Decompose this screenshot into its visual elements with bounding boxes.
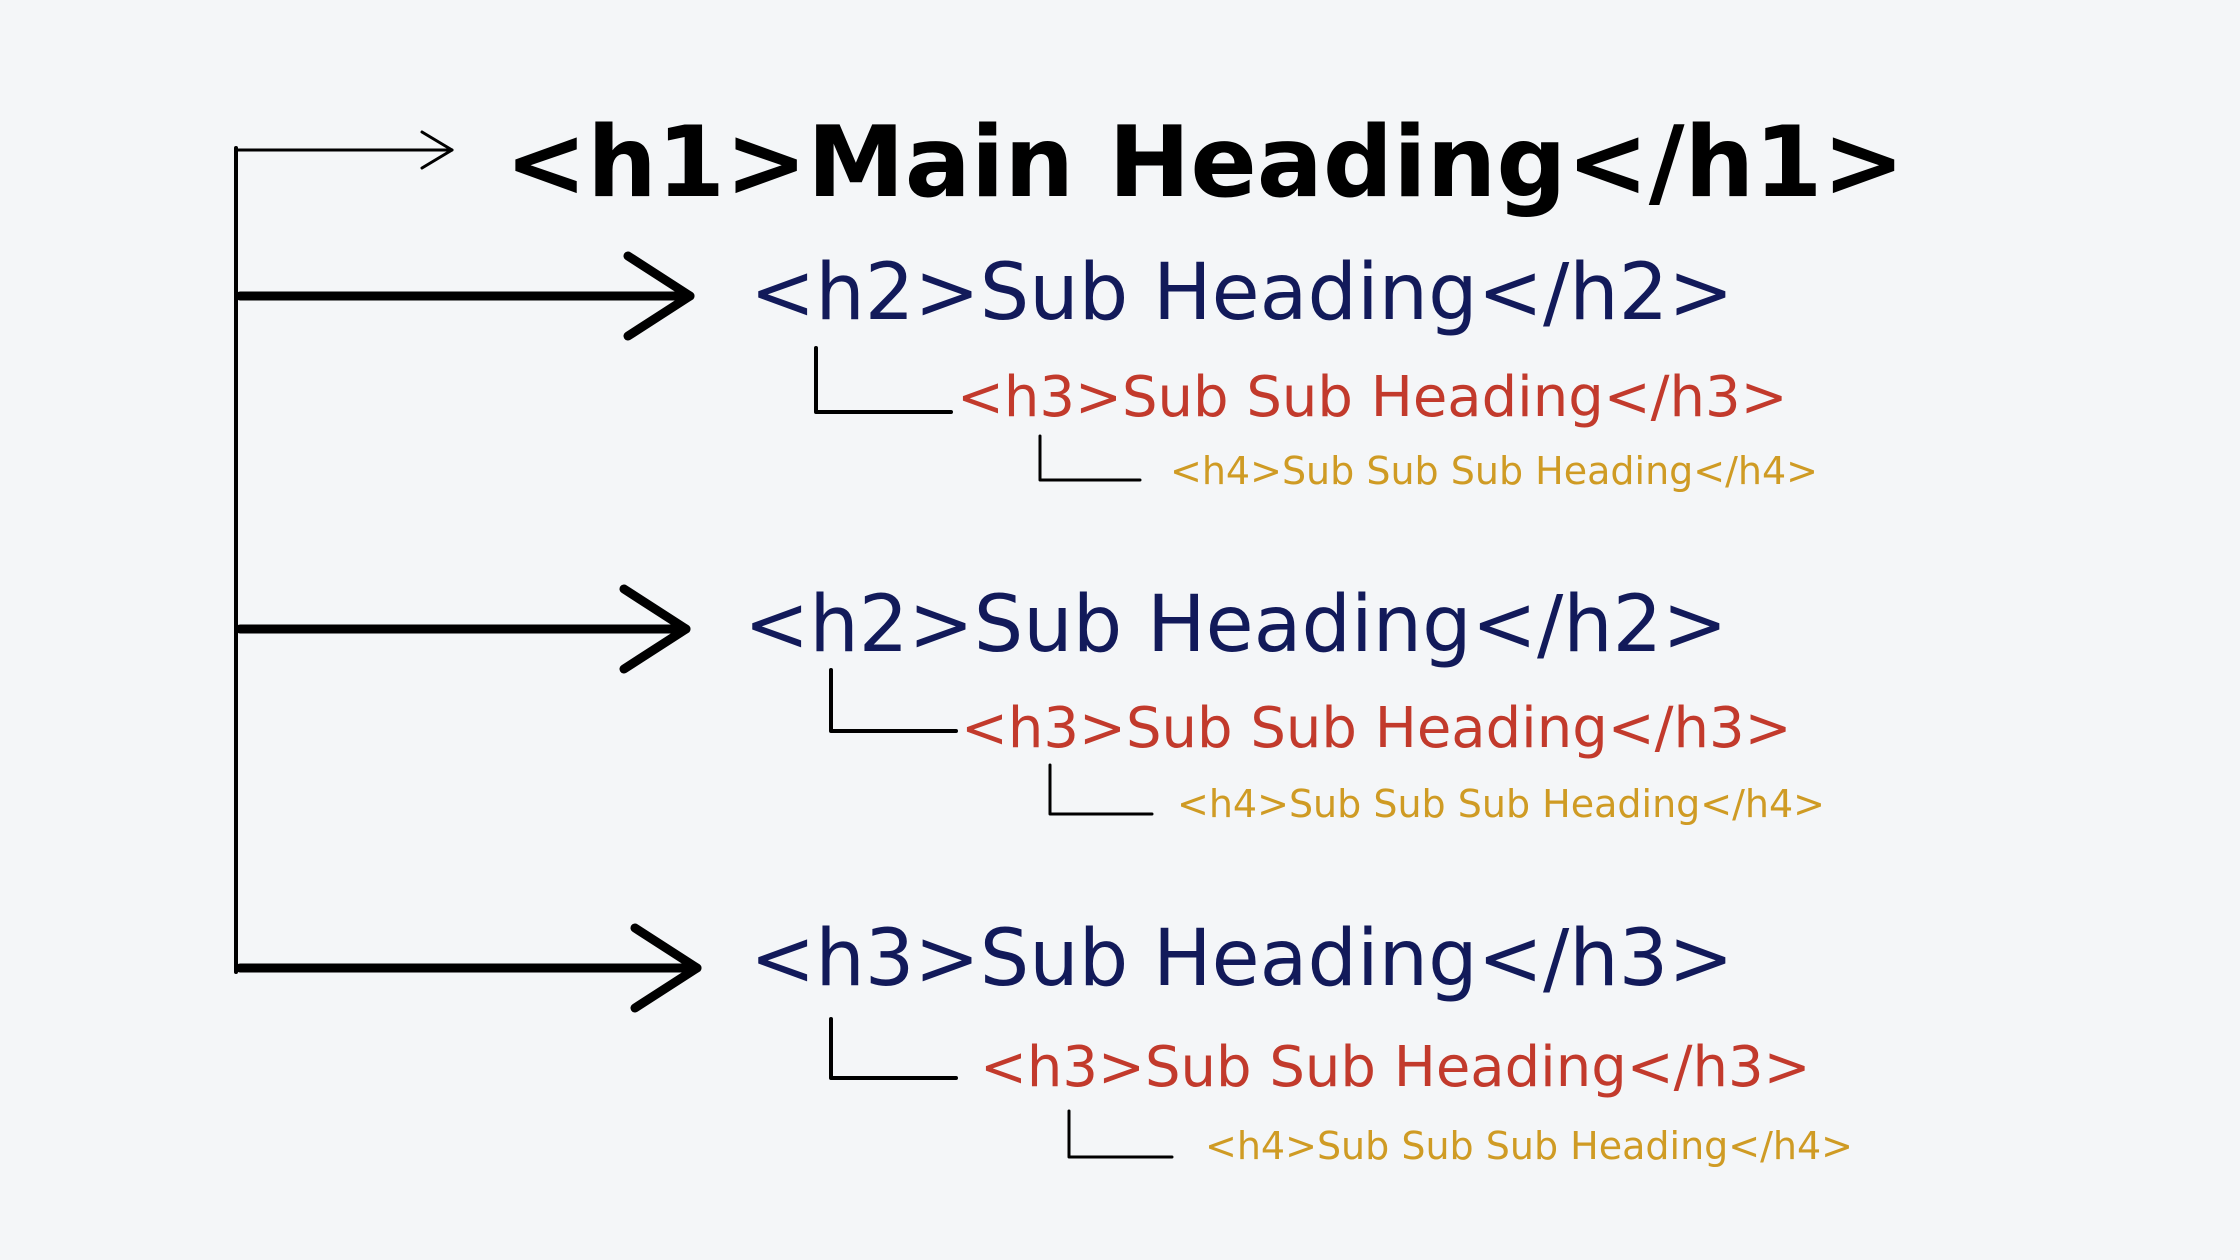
elbow-g1-h4 bbox=[1038, 434, 1142, 482]
elbow-g2-h3 bbox=[829, 668, 958, 733]
elbow-g1-h3 bbox=[814, 346, 953, 414]
group-2-sub-heading: <h3>Sub Sub Heading</h3> bbox=[961, 696, 1792, 761]
elbow-g2-h4 bbox=[1048, 763, 1154, 816]
arrow-to-group-2 bbox=[235, 584, 691, 674]
arrow-to-group-3 bbox=[235, 923, 702, 1013]
group-2-subsub-heading: <h4>Sub Sub Sub Heading</h4> bbox=[1177, 782, 1826, 826]
group-1-heading: <h2>Sub Heading</h2> bbox=[750, 248, 1734, 338]
group-1-subsub-heading: <h4>Sub Sub Sub Heading</h4> bbox=[1170, 449, 1819, 493]
group-1-sub-heading: <h3>Sub Sub Heading</h3> bbox=[957, 365, 1788, 430]
arrow-to-group-1 bbox=[235, 251, 695, 341]
main-heading: <h1>Main Heading</h1> bbox=[505, 106, 1905, 220]
group-2-heading: <h2>Sub Heading</h2> bbox=[744, 580, 1728, 670]
elbow-g3-h4 bbox=[1067, 1109, 1174, 1159]
group-3-sub-heading: <h3>Sub Sub Heading</h3> bbox=[980, 1035, 1811, 1100]
group-3-subsub-heading: <h4>Sub Sub Sub Heading</h4> bbox=[1205, 1124, 1854, 1168]
elbow-g3-h3 bbox=[829, 1017, 958, 1080]
arrow-to-main-heading bbox=[234, 130, 454, 170]
group-3-heading: <h3>Sub Heading</h3> bbox=[750, 914, 1734, 1004]
